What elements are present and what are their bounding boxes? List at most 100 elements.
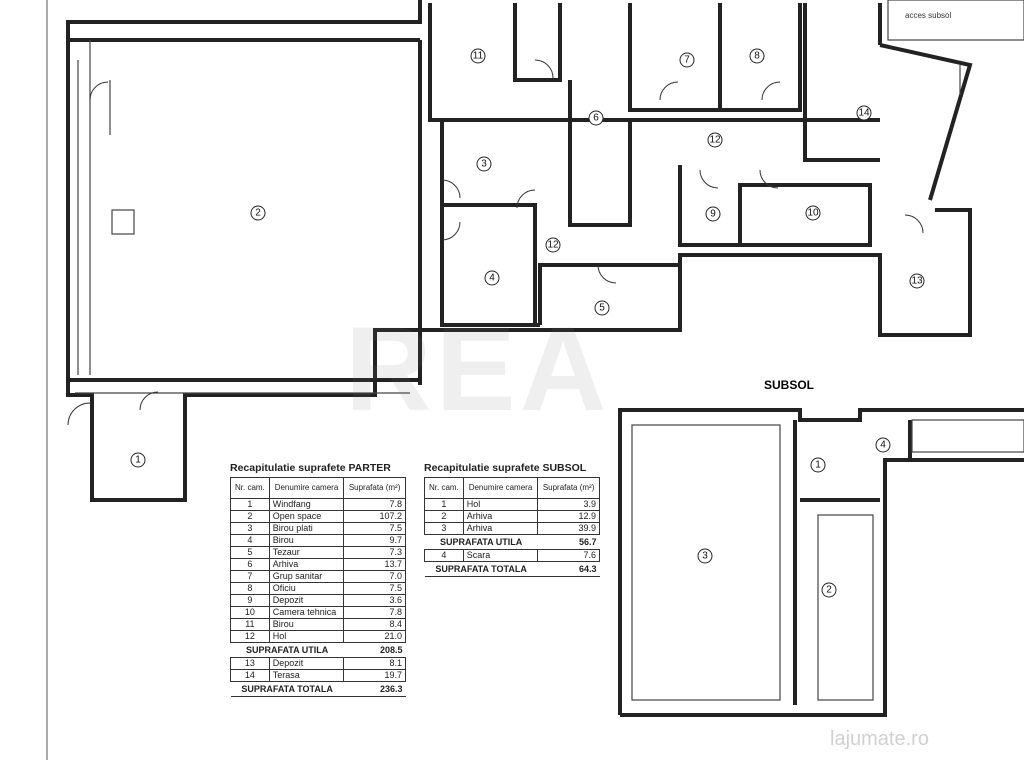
area-cell: 3.9 [537, 498, 600, 511]
acces-subsol-label: acces subsol [905, 11, 952, 20]
area-cell: 7.5 [343, 582, 406, 595]
room-marker [821, 582, 837, 598]
room-marker [909, 273, 925, 289]
room-marker [810, 457, 826, 473]
room-number: 1 [135, 455, 141, 466]
room-number-cell: 4 [230, 534, 270, 547]
column-header: Denumire camera [462, 477, 539, 499]
room-number-cell: 2 [230, 510, 270, 523]
room-number: 9 [710, 209, 716, 220]
room-number: 11 [473, 51, 484, 62]
area-cell: 7.8 [343, 606, 406, 619]
parter-walls [66, 0, 973, 502]
table-title: Recapitulatie suprafete PARTER [230, 462, 391, 474]
room-number-cell: 14 [230, 669, 270, 682]
room-number-cell: 13 [230, 657, 270, 670]
area-cell: 21.0 [343, 630, 406, 643]
room-name-cell: Tezaur [268, 546, 345, 559]
room-number-cell: 6 [230, 558, 270, 571]
room-number: 4 [880, 440, 886, 451]
room-number: 7 [684, 55, 690, 66]
summary-label: SUPRAFATA UTILA [230, 642, 344, 658]
room-marker [484, 270, 500, 286]
room-name-cell: Birou [268, 618, 345, 631]
room-number-cell: 8 [230, 582, 270, 595]
room-number: 1 [815, 460, 821, 471]
doors [67, 59, 924, 426]
area-cell: 7.6 [537, 549, 600, 562]
watermark-site: lajumate.ro [830, 728, 929, 750]
room-marker [545, 237, 561, 253]
room-number: 14 [858, 108, 870, 119]
summary-value: 56.7 [537, 534, 600, 550]
summary-value: 236.3 [343, 681, 406, 697]
column-header: Suprafata (m²) [343, 477, 406, 499]
room-marker [476, 156, 492, 172]
room-marker [805, 205, 821, 221]
stairs-parter [887, 0, 1024, 41]
room-number: 6 [593, 113, 599, 124]
room-number: 3 [702, 551, 708, 562]
room-name-cell: Terasa [268, 669, 345, 682]
room-number-cell: 11 [230, 618, 270, 631]
summary-label: SUPRAFATA TOTALA [424, 561, 538, 577]
room-marker [749, 48, 765, 64]
summary-label: SUPRAFATA UTILA [424, 534, 538, 550]
room-number: 5 [599, 303, 605, 314]
room-name-cell: Oficiu [268, 582, 345, 595]
room-number-cell: 7 [230, 570, 270, 583]
room-marker [705, 206, 721, 222]
area-cell: 39.9 [537, 522, 600, 535]
room-marker [856, 105, 872, 121]
room-name-cell: Depozit [268, 657, 345, 670]
room-number: 4 [489, 273, 495, 284]
room-number-cell: 12 [230, 630, 270, 643]
room-number-cell: 3 [424, 522, 464, 535]
room-name-cell: Windfang [268, 498, 345, 511]
room-marker [679, 52, 695, 68]
area-cell: 7.3 [343, 546, 406, 559]
room-marker [875, 437, 891, 453]
room-name-cell: Open space [268, 510, 345, 523]
area-cell: 3.6 [343, 594, 406, 607]
area-cell: 7.0 [343, 570, 406, 583]
room-number: 3 [481, 159, 487, 170]
area-cell: 12.9 [537, 510, 600, 523]
subsol-heading: SUBSOL [764, 378, 815, 392]
room-marker [697, 548, 713, 564]
room-name-cell: Birou plati [268, 522, 345, 535]
area-cell: 7.5 [343, 522, 406, 535]
area-cell: 19.7 [343, 669, 406, 682]
room-name-cell: Arhiva [462, 522, 539, 535]
room-name-cell: Camera tehnica [268, 606, 345, 619]
room-number-cell: 10 [230, 606, 270, 619]
room-name-cell: Arhiva [462, 510, 539, 523]
room-marker [594, 300, 610, 316]
summary-value: 64.3 [537, 561, 600, 577]
room-number: 2 [255, 208, 261, 219]
room-name-cell: Scara [462, 549, 539, 562]
summary-value: 208.5 [343, 642, 406, 658]
area-cell: 8.4 [343, 618, 406, 631]
watermark-logo: REA [345, 302, 611, 436]
room-number-cell: 5 [230, 546, 270, 559]
